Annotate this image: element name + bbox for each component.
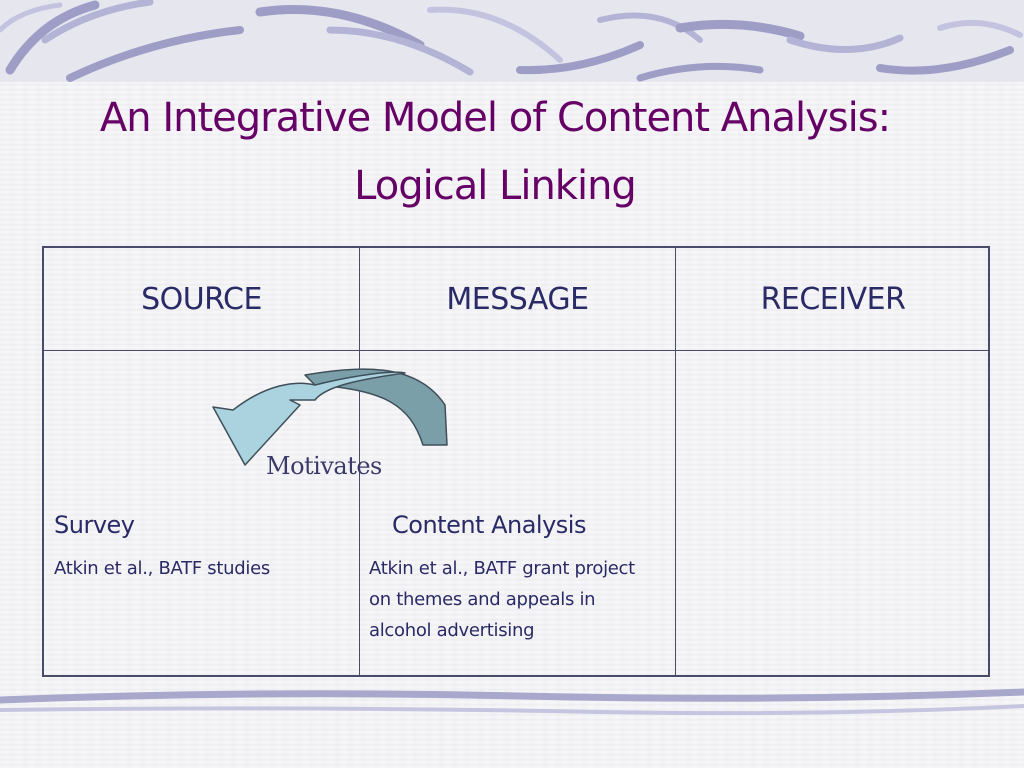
title-line-2: Logical Linking — [354, 163, 637, 209]
curved-arrow-icon — [212, 368, 448, 466]
message-studies: Atkin et al., BATF grant project on them… — [369, 558, 635, 641]
column-divider — [675, 248, 676, 675]
header-source: SOURCE — [141, 281, 262, 317]
motivates-label: Motivates — [266, 452, 382, 480]
decorative-header-band — [0, 0, 1024, 82]
title-line-1: An Integrative Model of Content Analysis… — [99, 95, 891, 141]
model-table: SOURCE MESSAGE RECEIVER Survey Atkin et … — [42, 246, 990, 677]
source-method: Survey — [54, 511, 135, 539]
slide-title: An Integrative Model of Content Analysis… — [40, 84, 950, 220]
header-divider — [44, 350, 988, 351]
message-method: Content Analysis — [392, 511, 586, 539]
column-divider — [359, 248, 360, 675]
swirl-pattern-icon — [0, 0, 1023, 82]
header-receiver: RECEIVER — [760, 281, 906, 317]
header-message: MESSAGE — [446, 281, 589, 317]
decorative-footer-swoosh — [0, 688, 1024, 716]
source-studies: Atkin et al., BATF studies — [54, 558, 270, 579]
